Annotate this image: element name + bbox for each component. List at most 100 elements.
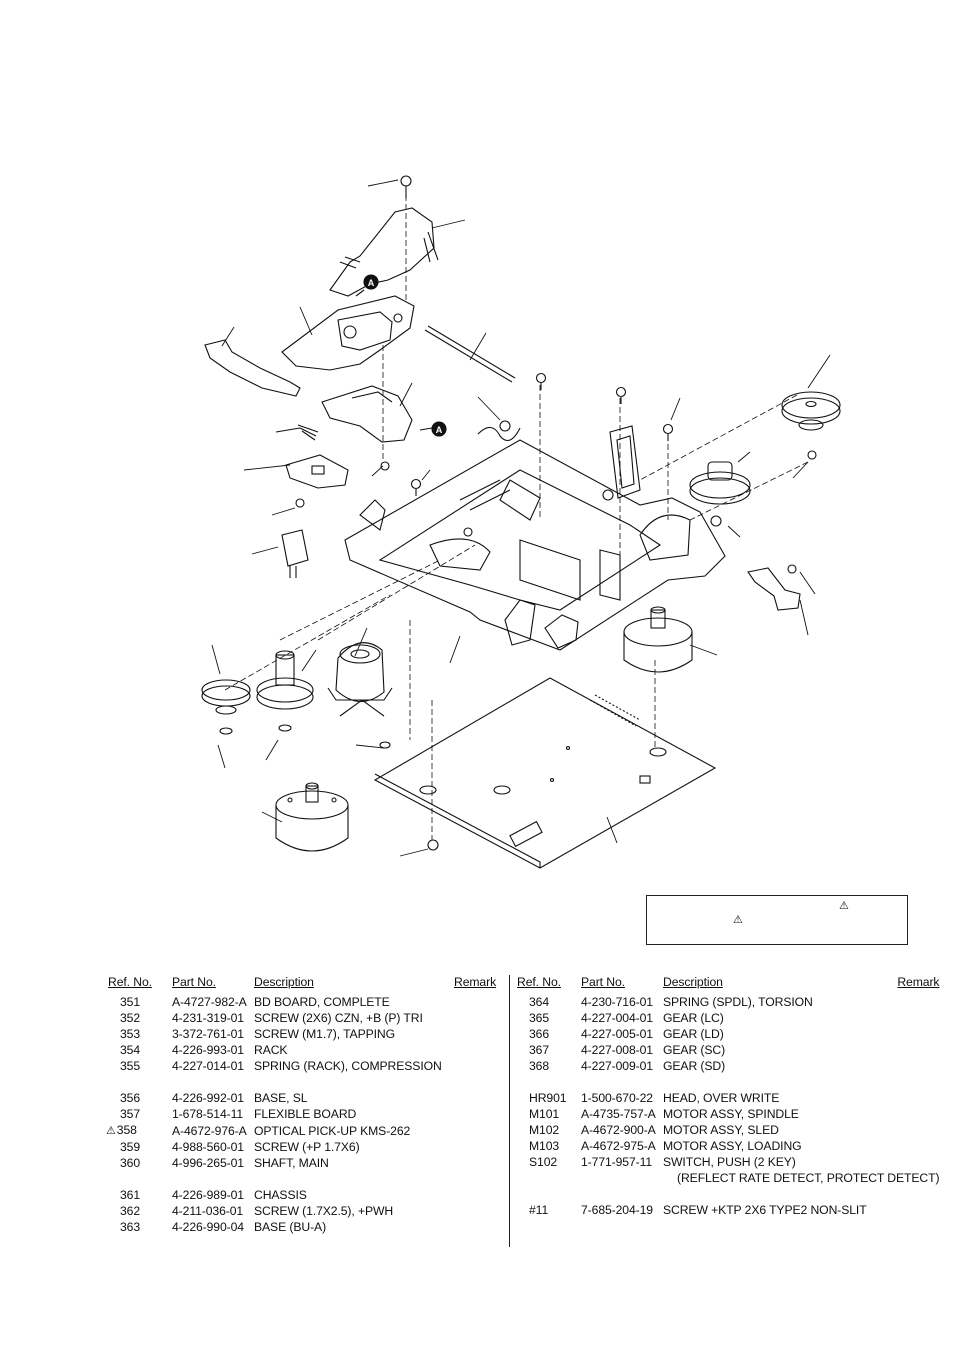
part-no: 4-231-319-01 — [172, 1011, 244, 1025]
remark — [892, 1058, 939, 1074]
warning-icon: ⚠ — [106, 1125, 116, 1137]
remark — [892, 1138, 939, 1154]
column-divider — [509, 975, 510, 1247]
assembly-guides — [224, 195, 809, 840]
remark — [454, 1058, 496, 1074]
part-no: A-4672-976-A — [172, 1123, 247, 1138]
right-gears — [689, 391, 841, 611]
ref-no: 365 — [517, 1010, 581, 1026]
part-no: 4-996-265-01 — [172, 1156, 244, 1170]
remark — [454, 1026, 496, 1042]
description: SPRING (RACK), COMPRESSION — [254, 1059, 442, 1073]
ref-text: 358 — [116, 1123, 137, 1137]
ref-text: 355 — [120, 1059, 141, 1073]
leader-lines — [211, 179, 831, 857]
remark — [454, 994, 496, 1010]
ref-no: 355 — [108, 1058, 172, 1074]
part-no: 7-685-204-19 — [581, 1203, 653, 1217]
row-spacer — [517, 1186, 939, 1202]
part-no: 4-226-992-01 — [172, 1091, 244, 1105]
header-part: Part No. — [581, 975, 625, 989]
left-gears — [201, 642, 393, 749]
part-no: 4-227-004-01 — [581, 1011, 653, 1025]
ref-text: 352 — [120, 1011, 141, 1025]
screws-top — [410, 372, 674, 496]
ref-no: M101 — [517, 1106, 581, 1122]
ref-no: 357 — [108, 1106, 172, 1122]
ref-text: 357 — [120, 1107, 141, 1121]
parts-row: 352 4-231-319-01 SCREW (2X6) CZN, +B (P) T… — [108, 1010, 496, 1026]
ref-text: #11 — [529, 1203, 549, 1217]
ref-text: 359 — [120, 1140, 141, 1154]
ref-text: 367 — [529, 1043, 550, 1057]
remark — [892, 1090, 939, 1106]
description: BASE (BU-A) — [254, 1220, 327, 1234]
ref-text: 356 — [120, 1091, 141, 1105]
description: SCREW (M1.7), TAPPING — [254, 1027, 396, 1041]
ref-text: 365 — [529, 1011, 550, 1025]
remark — [892, 1122, 939, 1138]
ref-no: M103 — [517, 1138, 581, 1154]
description: SCREW (2X6) CZN, +B (P) TRI — [254, 1011, 423, 1025]
row-spacer — [108, 1171, 496, 1187]
remark — [454, 1122, 496, 1139]
remark — [454, 1042, 496, 1058]
ref-text: 354 — [120, 1043, 141, 1057]
spindle-motor-right — [623, 606, 693, 673]
description: SCREW (1.7X2.5), +PWH — [254, 1204, 394, 1218]
ref-no: 359 — [108, 1139, 172, 1155]
description: MOTOR ASSY, SPINDLE — [663, 1107, 799, 1121]
part-no: 4-227-014-01 — [172, 1059, 244, 1073]
parts-table-right: Ref. No. Part No. Description Remark 364… — [517, 974, 940, 1218]
remark — [454, 1187, 496, 1203]
description: HEAD, OVER WRITE — [663, 1091, 780, 1105]
description: RACK — [254, 1043, 288, 1057]
description: OPTICAL PICK-UP KMS-262 — [254, 1123, 411, 1138]
row-spacer — [108, 1074, 496, 1090]
description: CHASSIS — [254, 1188, 307, 1202]
ref-no: 367 — [517, 1042, 581, 1058]
ref-text: M101 — [529, 1107, 560, 1121]
part-no: 4-226-990-04 — [172, 1220, 244, 1234]
part-no: A-4672-975-A — [581, 1139, 656, 1153]
ref-text: 362 — [120, 1204, 141, 1218]
header-remark: Remark — [454, 975, 497, 989]
description: GEAR (SD) — [663, 1059, 726, 1073]
description: FLEXIBLE BOARD — [254, 1107, 357, 1121]
ref-no: 353 — [108, 1026, 172, 1042]
parts-row: 360 4-996-265-01 SHAFT, MAIN — [108, 1155, 496, 1171]
description: GEAR (SC) — [663, 1043, 726, 1057]
ref-no: #11 — [517, 1202, 581, 1218]
part-no: 4-988-560-01 — [172, 1140, 244, 1154]
remark — [454, 1106, 496, 1122]
part-no: 1-500-670-22 — [581, 1091, 653, 1105]
ref-no: 368 — [517, 1058, 581, 1074]
description: SHAFT, MAIN — [254, 1156, 329, 1170]
header-ref: Ref. No. — [108, 975, 152, 989]
part-no: A-4735-757-A — [581, 1107, 656, 1121]
part-no: 4-227-005-01 — [581, 1027, 653, 1041]
optical-pickup-assembly — [204, 175, 516, 578]
remark — [892, 1026, 939, 1042]
ref-text: 360 — [120, 1156, 141, 1170]
ref-text: 361 — [120, 1188, 141, 1202]
ref-no: ⚠358 — [106, 1122, 172, 1139]
marker-a-circles: A A — [355, 274, 447, 437]
part-no: 4-227-008-01 — [581, 1043, 653, 1057]
ref-no: 360 — [108, 1155, 172, 1171]
part-no: 4-230-716-01 — [581, 995, 653, 1009]
warning-icon: ⚠ — [733, 914, 743, 926]
ref-text: 368 — [529, 1059, 550, 1073]
